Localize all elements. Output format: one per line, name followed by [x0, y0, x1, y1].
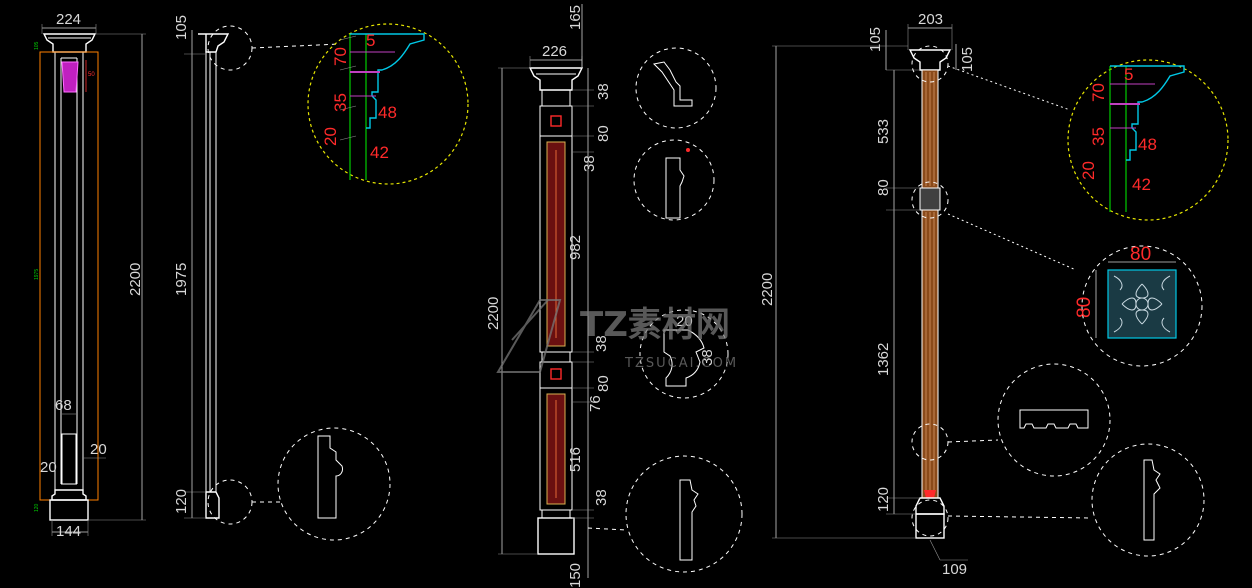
col4-cap-dim: 105: [867, 27, 884, 52]
col4-detail-70: 70: [1089, 83, 1108, 102]
col4-cap-right-dim: 105: [959, 47, 976, 72]
column-2-base-detail: [277, 427, 391, 541]
column-1-elevation: 50 1975 105 120 224 144 2200 68 20 20: [34, 11, 146, 540]
col2-detail-5: 5: [366, 31, 375, 50]
col3-width-dim: 226: [542, 43, 567, 60]
col2-base-dim: 120: [173, 489, 190, 514]
col4-detail-20: 20: [1079, 161, 1098, 180]
col3-dim-38d: 38: [593, 489, 610, 506]
col4-dim-120: 120: [875, 487, 892, 512]
column-4-capital-detail: 5 70 35 48 20 42: [1067, 59, 1229, 221]
col3-dim-982: 982: [567, 235, 584, 260]
column-4-elevation: 203 105 105 2200 533 80 1362 120 109: [759, 11, 1093, 578]
col4-detail-35: 35: [1089, 127, 1108, 146]
col3-profile-20: 20: [676, 313, 693, 330]
col3-height-dim: 2200: [485, 297, 502, 330]
col4-panel-width: 80: [1130, 244, 1151, 265]
watermark-brand: TZ素材网: [580, 305, 730, 345]
col4-panel-height: 80: [1074, 297, 1095, 318]
column-3-elevation: 226 165 2200 38 80 38 982 38 80 76 516 3…: [485, 4, 612, 588]
col4-dim-1362: 1362: [875, 343, 892, 376]
col3-dim-516: 516: [567, 447, 584, 472]
col3-dim-38a: 38: [595, 83, 612, 100]
col2-detail-70: 70: [331, 47, 350, 66]
col3-dim-80b: 80: [595, 375, 612, 392]
col2-detail-35: 35: [331, 93, 350, 112]
svg-text:50: 50: [88, 72, 95, 78]
col4-width-dim: 203: [918, 11, 943, 28]
col3-dim-150: 150: [567, 563, 584, 588]
svg-text:105: 105: [34, 41, 40, 50]
col4-dim-533: 533: [875, 119, 892, 144]
col3-dim-38b: 38: [581, 155, 598, 172]
col2-shaft-dim: 1975: [173, 263, 190, 296]
col1-label-68: 68: [55, 397, 72, 414]
col1-base-dim: 144: [56, 523, 81, 540]
col3-top-dim: 165: [567, 5, 584, 30]
watermark-url: TZSUCAI.COM: [624, 356, 738, 371]
col4-bottom-dim: 109: [942, 561, 967, 578]
column-3-profile-details: 20 38: [587, 47, 743, 573]
col2-detail-20: 20: [321, 127, 340, 146]
col2-detail-48: 48: [378, 103, 397, 122]
col1-label-20a: 20: [90, 441, 107, 458]
col3-profile-38: 38: [699, 349, 716, 366]
column-2-section: 105 1975 120: [173, 15, 341, 525]
svg-text:1975: 1975: [34, 269, 40, 280]
col2-cap-dim: 105: [173, 15, 190, 40]
col4-dim-80: 80: [875, 179, 892, 196]
col4-height-dim: 2200: [759, 273, 776, 306]
col3-dim-38c: 38: [593, 335, 610, 352]
col2-detail-42: 42: [370, 143, 389, 162]
svg-text:120: 120: [34, 503, 40, 512]
col3-dim-80a: 80: [595, 125, 612, 142]
column-2-capital-detail: 5 70 35 48 20 42: [307, 23, 469, 185]
watermark: TZ素材网 TZSUCAI.COM: [496, 299, 738, 373]
col4-detail-42: 42: [1132, 175, 1151, 194]
col4-detail-5: 5: [1124, 65, 1133, 84]
col4-detail-48: 48: [1138, 135, 1157, 154]
col1-width-dim: 224: [56, 11, 81, 28]
col3-dim-76: 76: [587, 395, 604, 412]
col1-height-dim: 2200: [127, 263, 144, 296]
column-4-panel-detail: 80 80: [1074, 244, 1203, 367]
column-4-profile-details: [997, 363, 1205, 557]
col1-label-20b: 20: [40, 459, 57, 476]
